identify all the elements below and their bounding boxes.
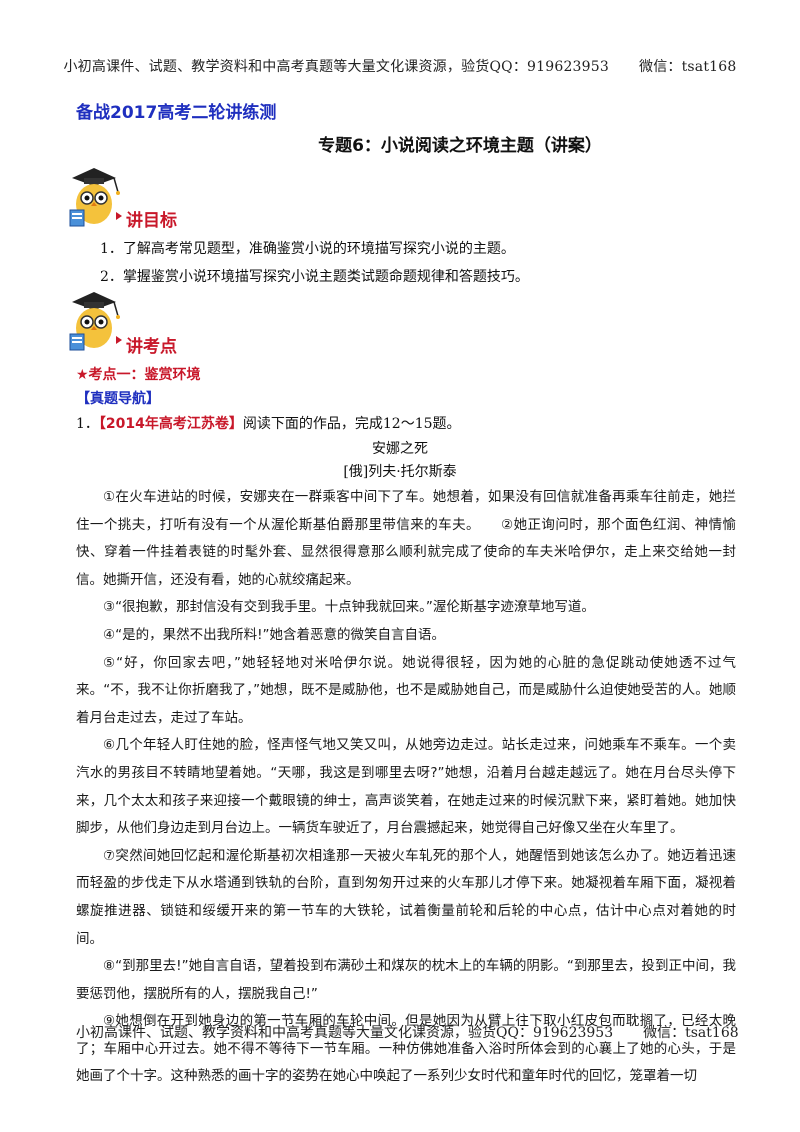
owl-icon-graphic xyxy=(69,168,122,227)
points-label: 讲考点 xyxy=(126,337,177,357)
passage-paragraph: ⑤“好，你回家去吧，”她轻轻地对米哈伊尔说。她说得很轻，因为她的心脏的急促跳动使… xyxy=(76,654,736,726)
passage-paragraph: ⑧“到那里去!”她自言自语，望着投到布满砂土和煤灰的枕木上的车辆的阴影。“到那里… xyxy=(76,958,736,1002)
passage-paragraph: ⑨她想倒在开到她身边的第一节车厢的车轮中间。但是她因为从臂上往下取小红皮包而耽搁… xyxy=(76,1013,736,1085)
footer-wechat-text: 微信：tsat168 xyxy=(643,1025,739,1041)
goals-label: 讲目标 xyxy=(126,211,177,231)
owl-icon-graphic xyxy=(69,292,122,351)
page-header: 小初高课件、试题、教学资料和中高考真题等大量文化课资源，验货QQ：9196239… xyxy=(0,56,800,76)
kaodian-heading: ★考点一：鉴赏环境 xyxy=(76,367,201,383)
passage-paragraph: ③“很抱歉，那封信没有交到我手里。十点钟我就回来。”渥伦斯基字迹潦草地写道。 xyxy=(103,599,595,616)
question-source: 【2014年高考江苏卷】 xyxy=(98,416,243,432)
question-text: 阅读下面的作品，完成12～15题。 xyxy=(242,416,461,432)
owl-scholar-icon-2 xyxy=(64,290,124,356)
passage-paragraph: ⑦突然间她回忆起和渥伦斯基初次相逢那一天被火车轧死的那个人，她醒悟到她该怎么办了… xyxy=(76,847,736,947)
footer-ad-text: 小初高课件、试题、教学资料和中高考真题等大量文化课资源，验货QQ：9196239… xyxy=(76,1025,614,1041)
passage-author: [俄]列夫·托尔斯泰 xyxy=(343,464,457,480)
passage-body: ①在火车进站的时候，安娜夹在一群乘客中间下了车。她想着，如果没有回信就准备再乘车… xyxy=(76,484,736,1091)
goal-item-1: 1．了解高考常见题型，准确鉴赏小说的环境描写探究小说的主题。 xyxy=(100,241,515,257)
passage-title: 安娜之死 xyxy=(372,441,428,457)
question-line: 1．【2014年高考江苏卷】阅读下面的作品，完成12～15题。 xyxy=(76,413,461,433)
nav-heading: 【真题导航】 xyxy=(76,391,160,407)
passage-paragraph: ④“是的，果然不出我所料!”她含着恶意的微笑自言自语。 xyxy=(103,626,446,643)
passage-paragraph: ①在火车进站的时候，安娜夹在一群乘客中间下了车。她想着，如果没有回信就准备再乘车… xyxy=(76,489,736,588)
owl-scholar-icon xyxy=(64,166,124,232)
header-ad-text: 小初高课件、试题、教学资料和中高考真题等大量文化课资源，验货QQ：9196239… xyxy=(63,59,609,75)
passage-paragraph: ⑥几个年轻人盯住她的脸，怪声怪气地又笑又叫，从她旁边走过。站长走过来，问她乘车不… xyxy=(76,737,736,837)
page-footer: 小初高课件、试题、教学资料和中高考真题等大量文化课资源，验货QQ：9196239… xyxy=(76,1022,739,1042)
series-title: 备战2017高考二轮讲练测 xyxy=(76,103,277,123)
goal-item-2: 2．掌握鉴赏小说环境描写探究小说主题类试题命题规律和答题技巧。 xyxy=(100,269,529,285)
doc-title: 专题6：小说阅读之环境主题（讲案） xyxy=(318,136,602,156)
header-wechat-text: 微信：tsat168 xyxy=(639,59,737,75)
question-number: 1． xyxy=(76,416,99,432)
